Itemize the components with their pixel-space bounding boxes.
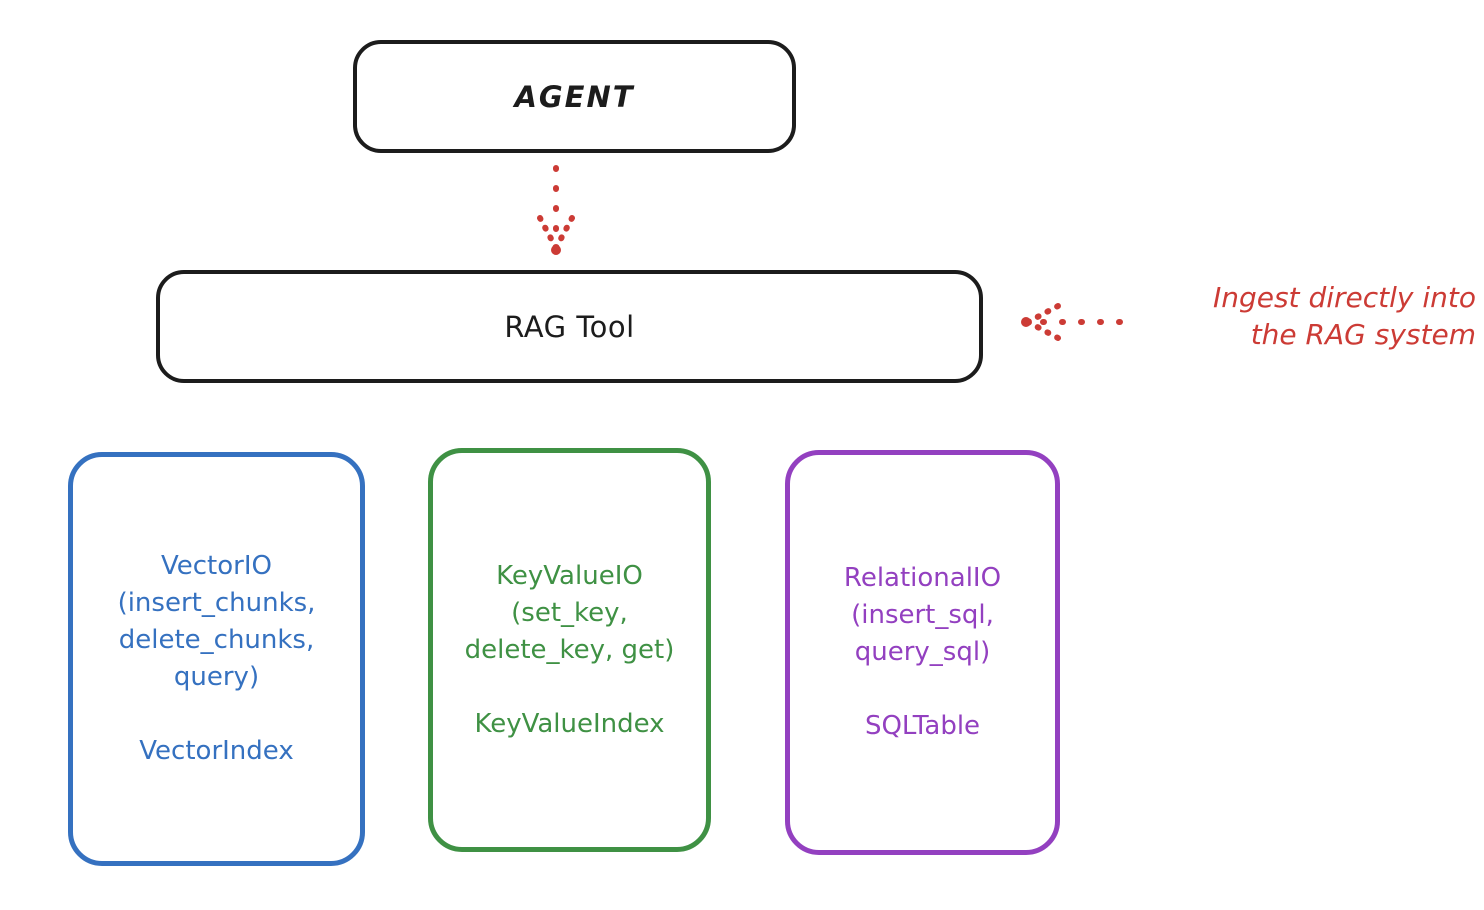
agent-label: AGENT — [514, 79, 635, 114]
rag-tool-node[interactable]: RAG Tool — [156, 270, 983, 383]
rag-tool-label: RAG Tool — [504, 309, 635, 344]
sql-table-label: SQLTable — [864, 711, 981, 741]
ingest-to-rag-arrow — [1021, 303, 1123, 341]
agent-to-rag-arrow — [537, 165, 575, 255]
relational-io-api-label: RelationalIO (insert_sql, query_sql) — [843, 563, 1002, 667]
ingest-annotation-label: Ingest directly into the RAG system — [1212, 281, 1476, 351]
vector-index-label: VectorIndex — [139, 736, 294, 766]
agent-node[interactable]: AGENT — [353, 40, 796, 153]
key-value-index-label: KeyValueIndex — [474, 708, 665, 739]
relational-io-node[interactable]: RelationalIO (insert_sql, query_sql) SQL… — [785, 450, 1060, 855]
key-value-io-api-label: KeyValueIO (set_key, delete_key, get) — [464, 560, 675, 665]
vector-io-api-label: VectorIO (insert_chunks, delete_chunks, … — [117, 551, 316, 692]
vector-io-node[interactable]: VectorIO (insert_chunks, delete_chunks, … — [68, 452, 365, 866]
key-value-io-node[interactable]: KeyValueIO (set_key, delete_key, get) Ke… — [428, 448, 711, 852]
